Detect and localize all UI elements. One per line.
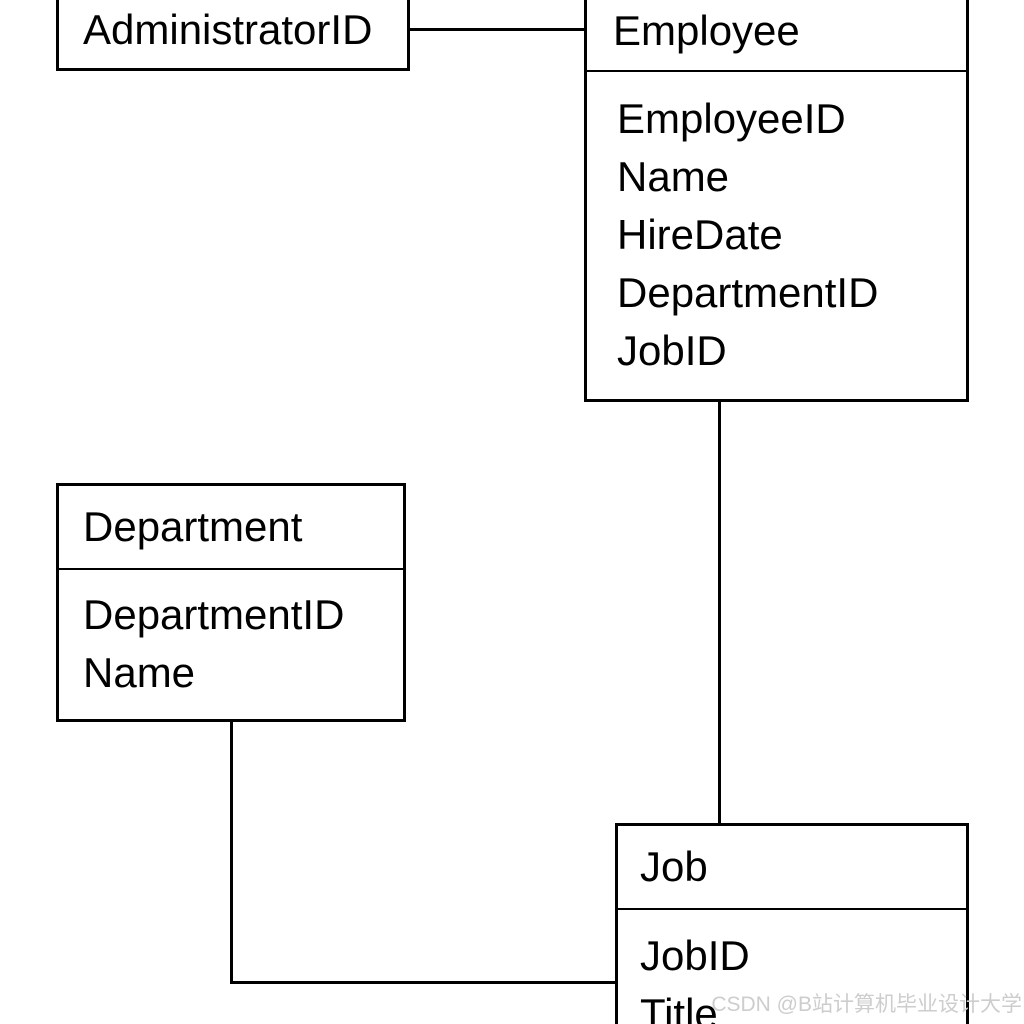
field-row: DepartmentID	[617, 269, 879, 316]
entity-job-title: Job	[640, 843, 708, 890]
entity-employee-title: Employee	[613, 6, 800, 54]
field-row: JobID	[617, 327, 727, 374]
csdn-watermark: CSDN @B站计算机毕业设计大学	[711, 993, 1022, 1016]
field-row: EmployeeID	[617, 95, 846, 142]
connector-employee-job	[718, 402, 721, 823]
field-row: HireDate	[617, 211, 783, 258]
entity-department-divider	[59, 568, 403, 570]
entity-employee: Employee EmployeeID Name HireDate Depart…	[584, 0, 969, 402]
field-row: Name	[83, 649, 196, 696]
connector-administrator-employee	[410, 28, 584, 31]
entity-job-fields: JobID Title	[618, 910, 966, 1024]
entity-employee-divider	[587, 70, 966, 72]
field-row: DepartmentID	[83, 591, 345, 638]
entity-administrator-title: AdministratorID	[83, 5, 373, 53]
entity-job-divider	[618, 908, 966, 910]
field-row: JobID	[640, 932, 750, 979]
entity-job: Job JobID Title	[615, 823, 969, 1024]
field-row: Name	[617, 153, 730, 200]
connector-department-job-horizontal-segment	[230, 981, 615, 984]
field-row: Title	[640, 990, 718, 1024]
entity-department: Department DepartmentID Name	[56, 483, 406, 722]
entity-employee-fields: EmployeeID Name HireDate DepartmentID Jo…	[587, 72, 966, 380]
entity-department-fields: DepartmentID Name	[59, 570, 403, 702]
entity-department-title: Department	[83, 503, 303, 550]
connector-department-job-vertical-segment	[230, 722, 233, 984]
entity-administrator: AdministratorID	[56, 0, 410, 71]
